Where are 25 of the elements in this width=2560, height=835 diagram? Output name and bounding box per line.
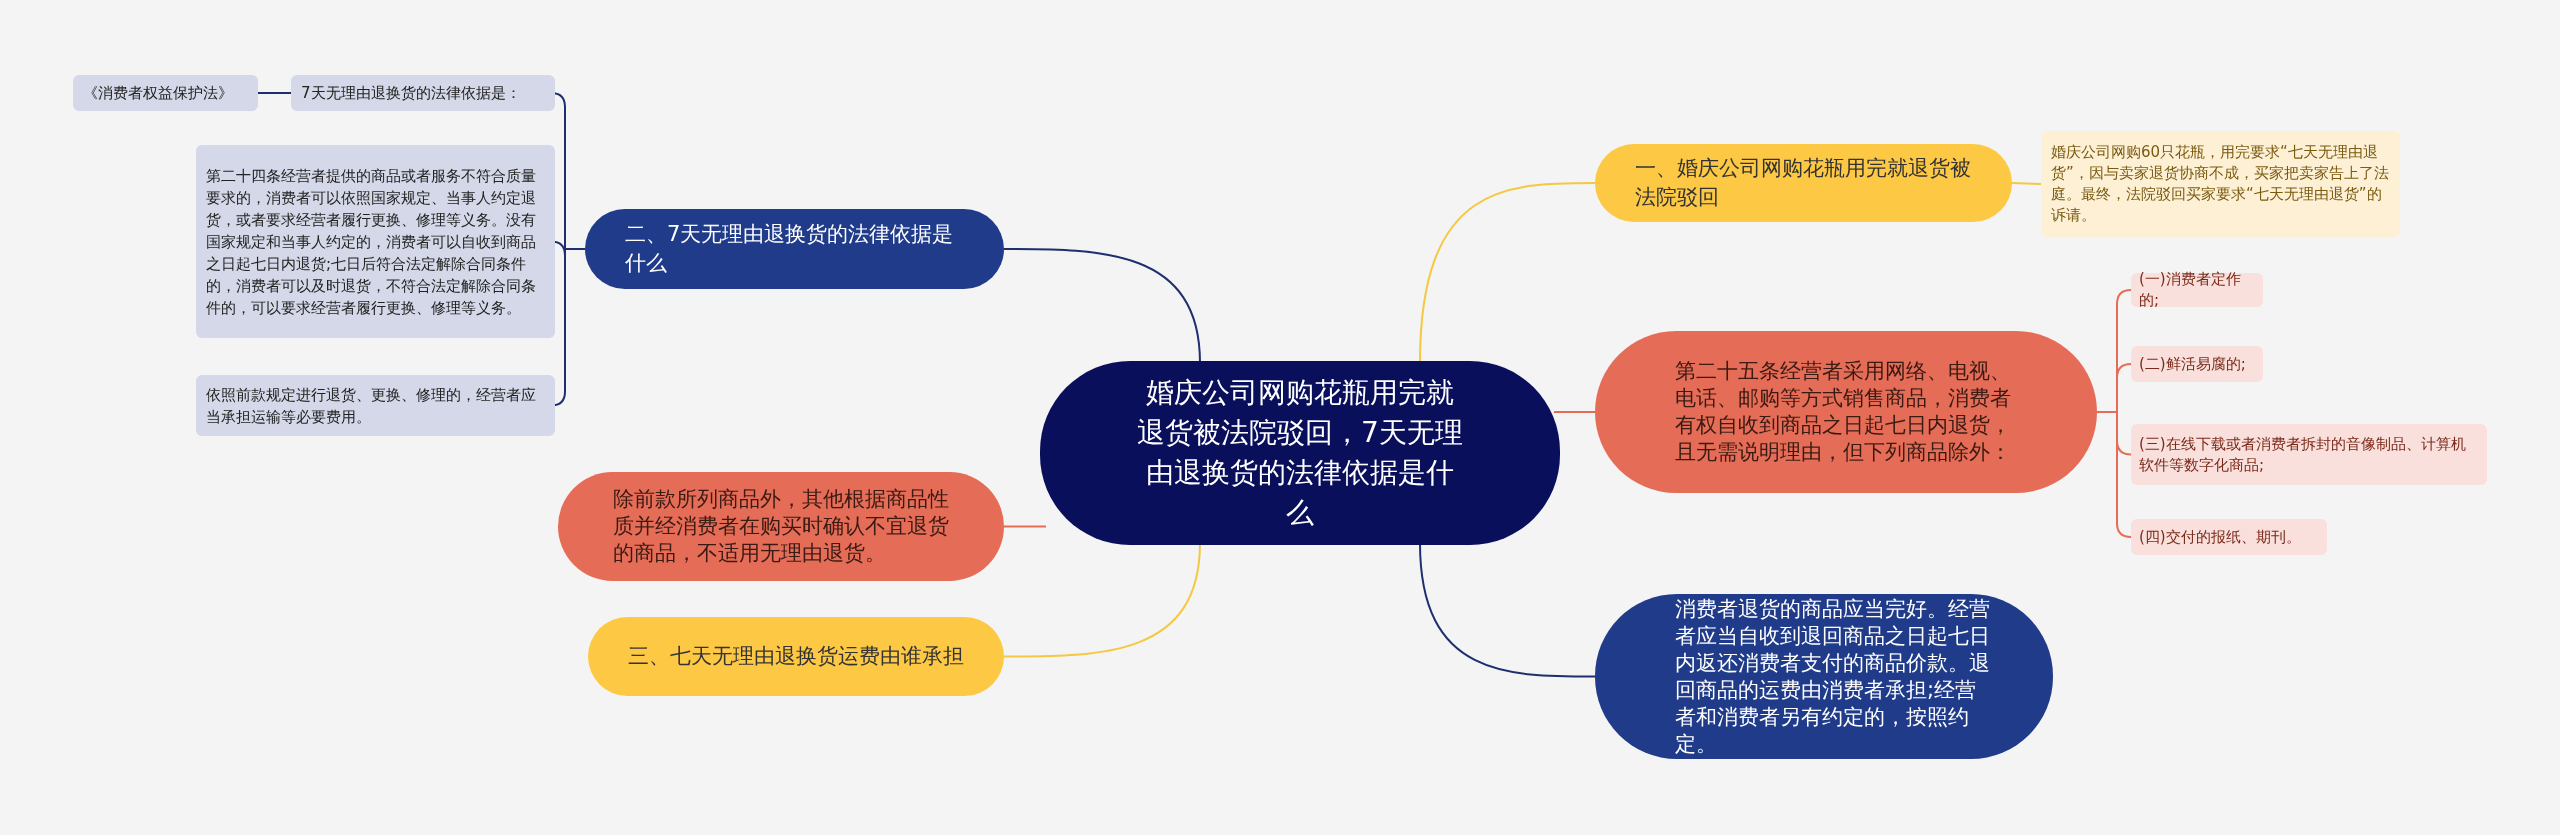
text-card: 依照前款规定进行退货、更换、修理的，经营者应当承担运输等必要费用。 xyxy=(196,375,555,436)
connector-line xyxy=(1003,248,1201,364)
text-card: 《消费者权益保护法》 xyxy=(73,75,258,111)
connector-line xyxy=(1419,542,1596,678)
list-item-card: (三)在线下载或者消费者拆封的音像制品、计算机软件等数字化商品; xyxy=(2131,424,2487,485)
connector-line xyxy=(1419,182,1596,364)
topic-box: 第二十五条经营者采用网络、电视、电话、邮购等方式销售商品，消费者有权自收到商品之日起七日内退货，且无需说明理由，但下列商品除外： xyxy=(1595,331,2097,493)
list-item-card: (二)鲜活易腐的; xyxy=(2131,346,2263,382)
connector-line xyxy=(1003,525,1047,528)
topic-box: 一、婚庆公司网购花瓶用完就退货被法院驳回 xyxy=(1595,144,2012,222)
note-card: 婚庆公司网购60只花瓶，用完要求“七天无理由退货”，因与卖家退货协商不成，买家把卖家告上了法庭。最终，法院驳回买家要求“七天无理由退货”的诉请。 xyxy=(2041,131,2400,237)
list-item-card: (四)交付的报纸、期刊。 xyxy=(2131,519,2327,555)
topic-box: 消费者退货的商品应当完好。经营者应当自收到退回商品之日起七日内返还消费者支付的商品价款。退回商品的运费由消费者承担;经营者和消费者另有约定的，按照约定。 xyxy=(1595,594,2053,759)
topic-box: 三、七天无理由退换货运费由谁承担 xyxy=(588,617,1004,696)
connector-line xyxy=(1003,542,1201,658)
connector-line xyxy=(2096,411,2132,538)
text-card: 7天无理由退换货的法律依据是： xyxy=(291,75,555,111)
connector-line xyxy=(2011,182,2042,185)
text-card: 第二十四条经营者提供的商品或者服务不符合质量要求的，消费者可以依照国家规定、当事人约定退货，或者要求经营者履行更换、修理等义务。没有国家规定和当事人约定的，消费者可以自收到商品之日起七日内退货;七日后符合法定解除合同条件的，消费者可以及时退货，不符合法定解除合同条件的，可以要求经营者履行更换、修理等义务。 xyxy=(196,145,555,338)
list-item-card: (一)消费者定作的; xyxy=(2131,273,2263,307)
topic-box: 二、7天无理由退换货的法律依据是什么 xyxy=(585,209,1004,289)
connector-line xyxy=(1553,411,1596,413)
topic-box: 除前款所列商品外，其他根据商品性质并经消费者在购买时确认不宜退货的商品，不适用无理由退货。 xyxy=(558,472,1004,581)
connector-line xyxy=(257,92,292,94)
central-topic: 婚庆公司网购花瓶用完就退货被法院驳回，7天无理由退换货的法律依据是什么 xyxy=(1040,361,1560,545)
